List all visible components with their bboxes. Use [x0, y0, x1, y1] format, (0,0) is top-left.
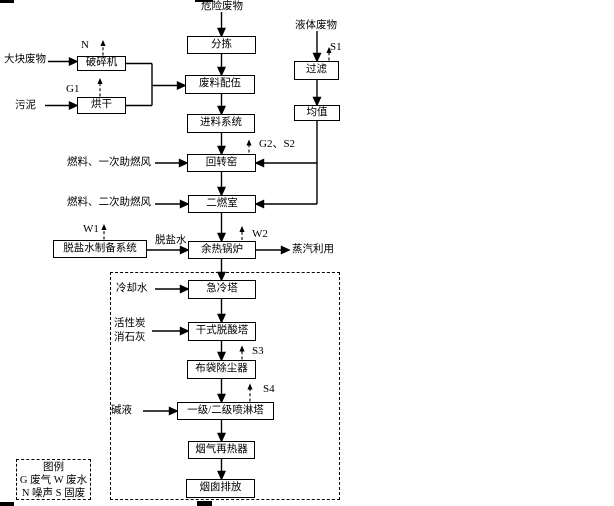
label-steam-use: 蒸汽利用	[292, 244, 334, 255]
legend-box: 图例 G 废气 W 废水 N 噪声 S 固废	[16, 459, 91, 500]
arrow-junction-to-blending	[152, 81, 187, 90]
arrowhead-w2	[239, 226, 245, 232]
arrow-equalization-to-rotary-kiln	[254, 158, 317, 168]
label-demin-water: 脱盐水	[155, 235, 187, 246]
box-feeding: 进料系统	[187, 114, 255, 133]
label-cooling-water: 冷却水	[116, 283, 148, 294]
legend-line-noise-solid: N 噪声 S 固废	[21, 488, 86, 499]
arrow-filter-to-equalization	[312, 80, 322, 107]
arrow-hazardous-waste-to-sorting	[217, 12, 226, 38]
label-liquid-waste: 液体废物	[295, 20, 337, 31]
scan-mark-top-center	[195, 0, 213, 2]
label-fuel-secondary-air: 燃料、二次助燃风	[67, 197, 151, 208]
label-emission-s3: S3	[252, 345, 264, 357]
scan-mark-bottom-center	[197, 501, 212, 506]
box-sorting: 分拣	[187, 36, 256, 54]
label-emission-s1: S1	[330, 41, 342, 53]
box-waste-heat-boiler: 余热锅炉	[188, 241, 256, 259]
label-emission-w1: W1	[83, 223, 99, 235]
arrow-secondary-chamber-to-waste-heat-boiler	[217, 213, 226, 243]
label-activated-carbon: 活性炭	[114, 318, 146, 329]
box-demin-water-system: 脱盐水制备系统	[53, 240, 147, 258]
arrow-liquid-waste-to-filter	[312, 31, 322, 63]
label-emission-g2-s2: G2、S2	[259, 138, 296, 150]
arrowhead-noise	[100, 40, 106, 46]
label-sludge: 污泥	[15, 100, 36, 111]
label-emission-g1: G1	[66, 83, 80, 95]
arrow-blending-to-feeding	[217, 94, 226, 116]
legend-line-gas-water: G 废气 W 废水	[19, 475, 88, 486]
box-bag-filter: 布袋除尘器	[187, 360, 256, 379]
arrow-sludge-to-dryer	[45, 101, 79, 110]
label-bulky-waste: 大块废物	[4, 54, 46, 65]
box-flue-gas-reheater: 烟气再热器	[188, 441, 255, 459]
flue-gas-treatment-dashed-boundary	[110, 272, 340, 500]
arrowhead-g1	[97, 78, 103, 84]
box-blending: 废料配伍	[185, 75, 255, 94]
arrow-equalization-to-secondary-chamber	[254, 199, 317, 209]
arrow-fuel-secondary-air-to-secondary-chamber	[155, 199, 190, 209]
box-spray-tower: 一级/二级喷淋塔	[177, 402, 274, 420]
label-emission-noise: N	[81, 39, 89, 51]
label-emission-s4: S4	[263, 383, 275, 395]
legend-title: 图例	[43, 462, 64, 473]
arrow-rotary-kiln-to-secondary-chamber	[217, 172, 226, 197]
arrow-demin-water-to-waste-heat-boiler	[147, 245, 190, 255]
arrow-waste-heat-boiler-to-steam-use	[256, 245, 291, 255]
arrow-feeding-to-rotary-kiln	[217, 133, 226, 156]
box-equalization: 均值	[294, 105, 340, 121]
box-filter: 过滤	[294, 61, 339, 80]
box-crusher: 破碎机	[77, 56, 126, 71]
label-hazardous-waste: 危险废物	[201, 1, 243, 12]
arrow-bulky-waste-to-crusher	[48, 57, 79, 66]
label-slaked-lime: 消石灰	[114, 332, 146, 343]
scan-mark-bottom-left	[0, 502, 14, 506]
label-emission-w2: W2	[252, 228, 268, 240]
label-alkali: 碱液	[111, 405, 132, 416]
arrow-fuel-primary-air-to-rotary-kiln	[155, 158, 189, 168]
box-rotary-kiln: 回转窑	[187, 154, 256, 172]
box-stack-discharge: 烟囱排放	[186, 479, 255, 498]
label-fuel-primary-air: 燃料、一次助燃风	[67, 157, 151, 168]
arrowhead-w1	[101, 224, 107, 230]
box-quench-tower: 急冷塔	[188, 280, 256, 299]
arrowhead-g2-s2	[246, 139, 252, 146]
box-dryer: 烘干	[77, 97, 126, 114]
arrow-sorting-to-blending	[217, 54, 226, 77]
box-secondary-chamber: 二燃室	[188, 195, 256, 213]
scan-mark-top-left	[0, 0, 14, 3]
box-dry-deacid-tower: 干式脱酸塔	[188, 322, 256, 341]
